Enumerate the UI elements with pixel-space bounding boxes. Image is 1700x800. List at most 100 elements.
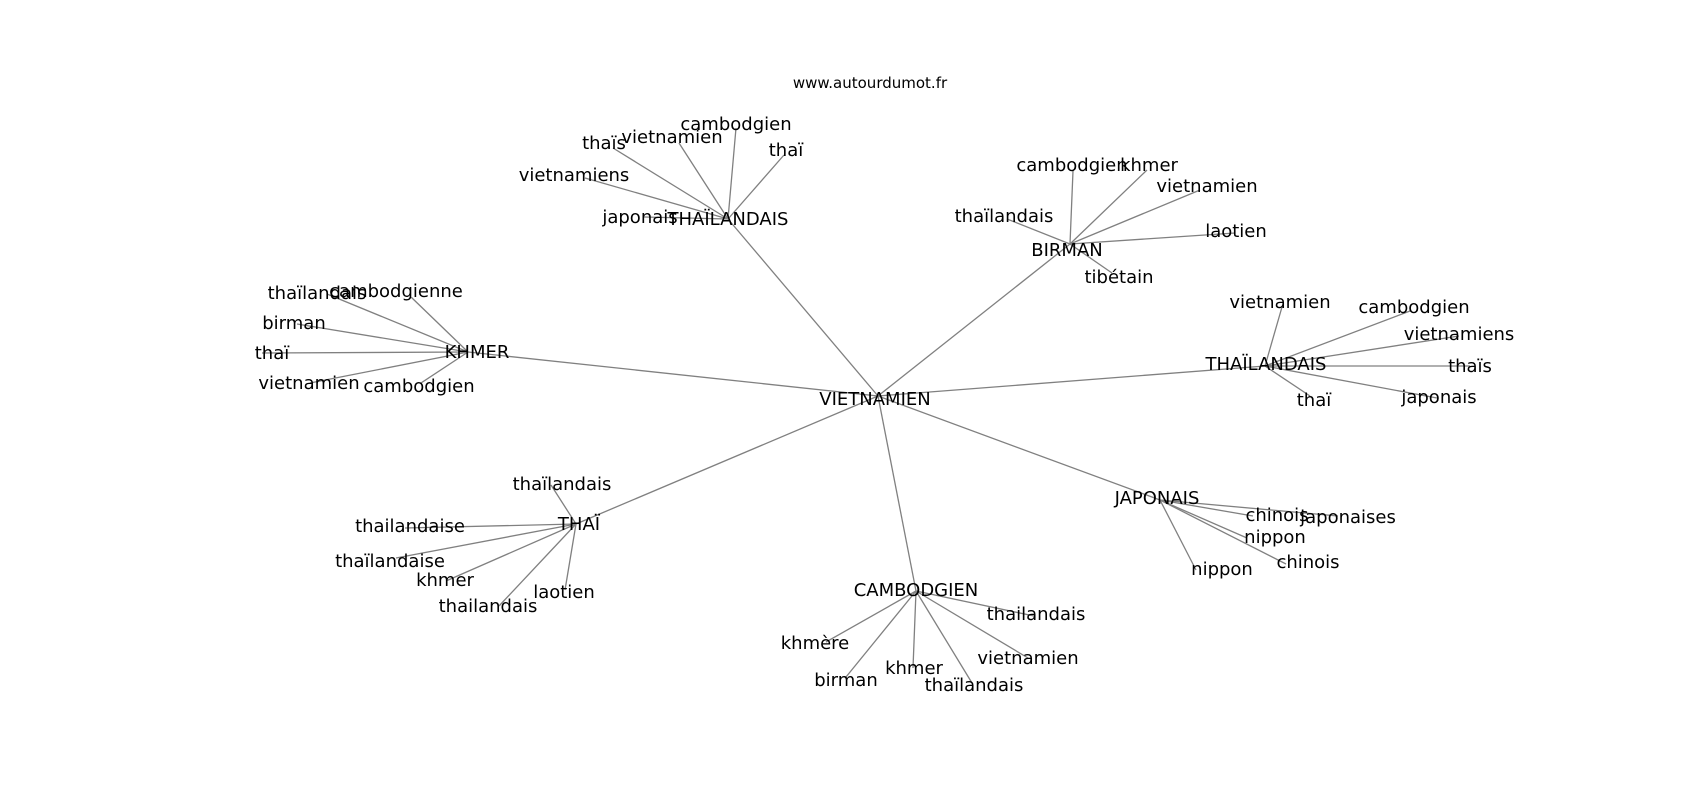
leaf-node: thailandaise: [355, 516, 465, 537]
edge-center-to-hub: [877, 395, 917, 592]
edge-hub-to-leaf: [1264, 306, 1283, 367]
edge-hub-to-leaf: [1069, 170, 1074, 245]
leaf-node: thaï: [1297, 390, 1332, 411]
edge-hub-to-leaf: [727, 127, 737, 220]
leaf-node: thaïlandais: [925, 675, 1024, 696]
leaf-node: khmer: [1120, 155, 1178, 176]
edge-hub-to-leaf: [395, 523, 577, 559]
leaf-node: khmer: [416, 570, 474, 591]
leaf-node: nippon: [1244, 527, 1306, 548]
hub-node: BIRMAN: [1031, 240, 1102, 261]
edges: [261, 127, 1470, 684]
edge-hub-to-leaf: [420, 351, 469, 384]
leaf-node: vietnamien: [1229, 292, 1330, 313]
edge-hub-to-leaf: [915, 590, 1035, 617]
edge-hub-to-leaf: [1159, 499, 1197, 571]
edge-hub-to-leaf: [727, 154, 785, 220]
edge-hub-to-leaf: [326, 293, 469, 353]
edge-center-to-hub: [467, 351, 879, 397]
hub-node: THAÏ: [557, 514, 601, 535]
leaf-node: chinois: [1276, 552, 1339, 573]
edge-hub-to-leaf: [915, 590, 973, 684]
edge-hub-to-leaf: [915, 590, 1029, 659]
leaf-node: cambodgien: [680, 114, 791, 135]
edge-hub-to-leaf: [1264, 335, 1460, 367]
edge-hub-to-leaf: [1264, 365, 1311, 397]
edge-hub-to-leaf: [1069, 243, 1113, 274]
hub-node: JAPONAIS: [1114, 488, 1200, 509]
edge-hub-to-leaf: [1159, 499, 1287, 565]
leaf-node: thailandais: [987, 604, 1086, 625]
edge-hub-to-leaf: [564, 523, 577, 591]
edge-hub-to-leaf: [550, 484, 577, 525]
edge-hub-to-leaf: [1159, 499, 1254, 517]
edge-center-to-hub: [727, 218, 879, 397]
edge-center-to-hub: [575, 395, 879, 525]
leaf-node: vietnamiens: [519, 165, 630, 186]
edge-center-to-hub: [877, 395, 1161, 501]
hub-node: CAMBODGIEN: [854, 580, 979, 601]
leaf-node: cambodgien: [363, 376, 474, 397]
edge-hub-to-leaf: [498, 523, 577, 607]
leaf-node: thailandais: [439, 596, 538, 617]
leaf-node: thaïs: [582, 133, 626, 154]
leaf-node: laotien: [533, 582, 595, 603]
hub-node: THAÏLANDAIS: [667, 209, 789, 230]
edge-center-to-hub: [877, 365, 1266, 397]
edge-hub-to-leaf: [1264, 310, 1411, 367]
hub-node: KHMER: [445, 342, 510, 363]
leaf-node: vietnamien: [1156, 176, 1257, 197]
edge-hub-to-leaf: [845, 590, 917, 678]
leaf-node: birman: [262, 313, 325, 334]
edge-hub-to-leaf: [1069, 232, 1236, 245]
edge-hub-to-leaf: [1069, 189, 1201, 245]
edge-hub-to-leaf: [912, 590, 917, 669]
edge-hub-to-leaf: [1006, 218, 1071, 245]
edge-hub-to-leaf: [825, 590, 917, 643]
edge-hub-to-leaf: [410, 296, 469, 353]
leaf-node: laotien: [1205, 221, 1267, 242]
leaf-node: cambodgien: [1358, 297, 1469, 318]
leaf-node: japonais: [601, 207, 677, 228]
leaf-node: japonaises: [1299, 507, 1396, 528]
leaf-node: thaï: [769, 140, 804, 161]
leaf-node: vietnamiens: [1404, 324, 1515, 345]
edge-hub-to-leaf: [404, 523, 577, 529]
edge-center-to-hub: [877, 243, 1071, 397]
edge-hub-to-leaf: [643, 216, 729, 220]
edge-hub-to-leaf: [612, 147, 729, 220]
leaf-node: cambodgien: [1016, 155, 1127, 176]
leaf-node: japonais: [1400, 387, 1476, 408]
leaf-node: nippon: [1191, 559, 1253, 580]
leaf-node: thaïlandais: [513, 474, 612, 495]
edge-hub-to-leaf: [296, 323, 469, 353]
hub-node: THAÏLANDAIS: [1205, 354, 1327, 375]
site-url: www.autourdumot.fr: [793, 74, 948, 92]
leaf-node: chinois: [1245, 505, 1308, 526]
edge-hub-to-leaf: [261, 351, 469, 354]
edge-hub-to-leaf: [309, 351, 469, 384]
leaf-node: khmer: [885, 658, 943, 679]
edge-hub-to-leaf: [1069, 169, 1148, 245]
leaf-node: vietnamien: [977, 648, 1078, 669]
center-node: VIETNAMIEN: [819, 389, 930, 410]
edge-hub-to-leaf: [445, 523, 577, 582]
edge-hub-to-leaf: [1159, 499, 1248, 539]
edge-hub-to-leaf: [1159, 499, 1339, 517]
leaf-node: tibétain: [1084, 267, 1153, 288]
edge-hub-to-leaf: [1264, 365, 1438, 399]
leaf-node: thaïs: [1448, 356, 1492, 377]
leaf-node: vietnamien: [621, 127, 722, 148]
leaf-node: khmère: [781, 633, 850, 654]
edge-hub-to-leaf: [678, 142, 729, 220]
leaf-node: vietnamien: [258, 373, 359, 394]
leaf-node: thaïlandais: [268, 283, 367, 304]
leaf-node: birman: [814, 670, 877, 691]
leaf-node: thaïlandaise: [335, 551, 445, 572]
edge-hub-to-leaf: [584, 177, 729, 220]
leaf-node: thaï: [255, 343, 290, 364]
leaf-node: cambodgienne: [329, 281, 463, 302]
leaf-node: thaïlandais: [955, 206, 1054, 227]
